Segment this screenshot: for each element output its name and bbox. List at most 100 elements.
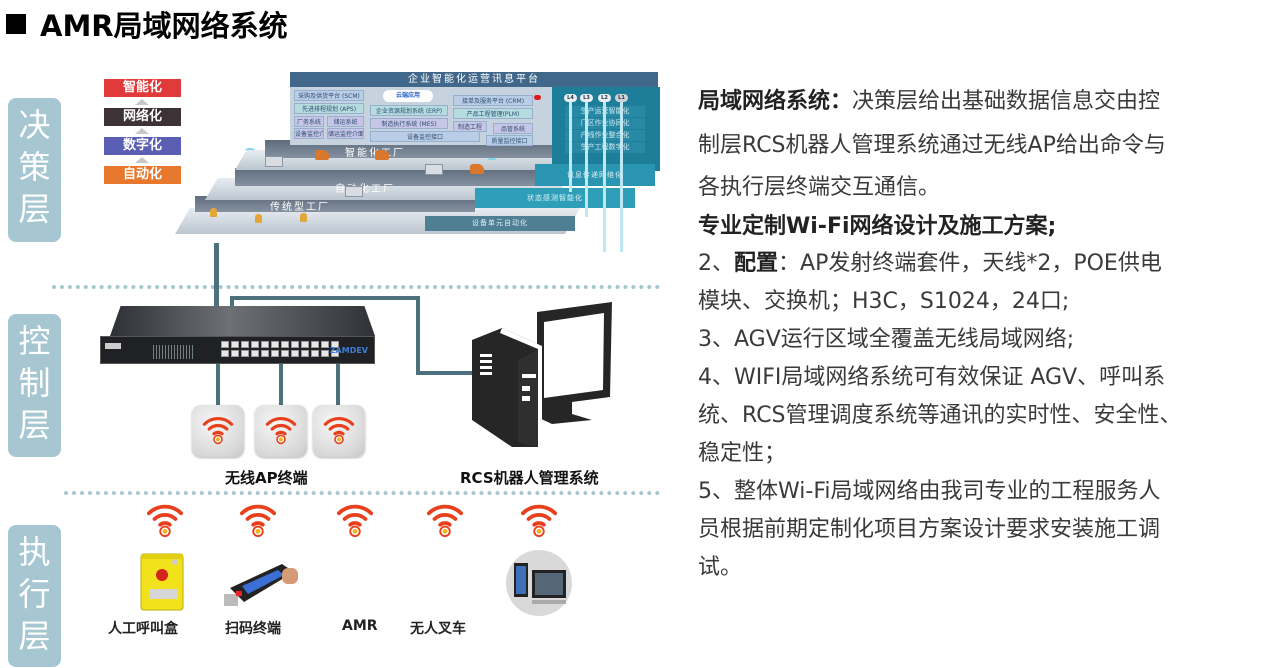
device-label: AMR <box>342 618 378 634</box>
stage-chip: 数字化 <box>104 137 181 163</box>
level-pipe <box>585 102 588 217</box>
worker-icon <box>255 214 262 223</box>
list-item-4: 4、WIFI局域网络系统可有效保证 AGV、呼叫系 <box>698 365 1166 390</box>
machine-icon <box>425 164 443 175</box>
layer-tag-decision: 决策层 <box>8 98 61 242</box>
wifi-signal-icon <box>336 500 374 542</box>
platform-module: 产品工程管理(PLM) <box>453 108 533 119</box>
switch-port <box>271 341 279 348</box>
robot-arm-icon <box>470 164 484 174</box>
intro-heading: 局域网络系统： <box>698 89 853 114</box>
switch-port <box>241 341 249 348</box>
list-item-5-cont: 试。 <box>698 555 743 580</box>
level-pipe <box>620 102 623 252</box>
device-label: 无人叉车 <box>410 621 466 637</box>
call-box-icon <box>140 553 184 611</box>
layer-tag-execution: 执行层 <box>8 525 61 667</box>
connector-line <box>416 296 420 374</box>
wifi-signal-icon <box>426 500 464 542</box>
platform-module: 储运系统 <box>327 116 364 127</box>
connector-line <box>416 371 474 375</box>
platform-module: 储运监控介面 <box>327 128 364 139</box>
connector-line <box>279 364 283 409</box>
connector-line <box>230 296 234 310</box>
layer-tag-label: 执行层 <box>18 533 51 655</box>
title-text: AMR局域网络系统 <box>40 9 288 43</box>
floor-traditional <box>195 196 475 212</box>
switch-front-panel: ZAMDEV <box>100 336 375 364</box>
list-item-5-cont: 员根据前期定制化项目方案设计要求安装施工调 <box>698 517 1161 542</box>
worker-icon <box>300 213 307 222</box>
switch-port <box>311 341 319 348</box>
level-pipe <box>569 102 572 192</box>
switch-port <box>291 341 299 348</box>
switch-port <box>261 350 269 357</box>
intro-line: 制层RCS机器人管理系统通过无线AP给出命令与 <box>698 133 1166 158</box>
switch-port <box>291 350 299 357</box>
wifi-signal-icon <box>487 158 497 163</box>
switch-port <box>231 350 239 357</box>
switch-port <box>321 350 329 357</box>
level-pipe <box>603 102 606 252</box>
switch-port <box>251 341 259 348</box>
platform-title: 企业智能化运营讯息平台 <box>408 74 540 85</box>
access-point-icon <box>192 405 244 457</box>
level-label: 讯息传递网络化 <box>535 164 655 186</box>
device-label: 人工呼叫盒 <box>108 621 178 637</box>
section-heading: 专业定制Wi-Fi网络设计及施工方案; <box>698 214 1057 239</box>
scanner-icon <box>224 564 298 606</box>
access-point-icon <box>313 405 365 457</box>
robot-arm-icon <box>375 150 389 160</box>
list-bold: 配置 <box>734 251 779 276</box>
list-item-3: 3、AGV运行区域全覆盖无线局域网络; <box>698 327 1075 352</box>
list-item-2-cont: 模块、交换机；H3C，S1024，24口; <box>698 289 1070 314</box>
platform-module: 厂务系统 <box>294 116 324 127</box>
page-title: AMR局域网络系统 <box>6 4 288 44</box>
list-item-2: 2、配置：AP发射终端套件，天线*2，POE供电 <box>698 245 1238 283</box>
smart-factory-pyramid: 智能化 网络化 数字化 自动化 智能化工厂 自动化工厂 传统型工厂 企业智能化运… <box>95 68 660 253</box>
platform-module: 质量监控接口 <box>486 135 533 146</box>
switch-port <box>311 350 319 357</box>
intro-line: 局域网络系统：决策层给出基础数据信息交由控 <box>698 80 1238 124</box>
platform-module: 制造执行系统 (MES) <box>370 118 448 129</box>
alert-badge-icon <box>534 95 541 100</box>
worker-icon <box>210 208 217 217</box>
stage-chip: 自动化 <box>104 166 181 184</box>
separator-control-execution <box>64 491 660 495</box>
switch-port <box>241 350 249 357</box>
switch-ports <box>221 341 340 357</box>
platform-module: 企业资源规划系统 (ERP) <box>370 105 448 116</box>
platform-module: 品管系统 <box>493 123 533 134</box>
layer-tag-label: 决策层 <box>18 106 51 228</box>
switch-port <box>221 350 229 357</box>
machine-icon <box>265 156 283 167</box>
device-label: 扫码终端 <box>225 621 281 637</box>
list-number: 2、 <box>698 251 734 276</box>
platform-module: 设备监控接口 <box>370 131 480 142</box>
switch-port <box>271 350 279 357</box>
stage-chip: 网络化 <box>104 108 181 134</box>
intro-line: 各执行层终端交互通信。 <box>698 175 941 200</box>
stage-chip: 智能化 <box>104 79 181 105</box>
switch-top <box>110 306 375 336</box>
switch-leds <box>153 345 193 359</box>
level-label: 设备单元自动化 <box>425 216 575 231</box>
switch-port <box>231 341 239 348</box>
level-badge: L4 <box>564 94 577 102</box>
switch-port <box>251 350 259 357</box>
switch-port <box>281 350 289 357</box>
level-badge: L3 <box>580 94 593 102</box>
layer-tag-label: 控制层 <box>18 322 51 444</box>
connector-line <box>336 364 340 409</box>
switch-port <box>221 341 229 348</box>
switch-logo <box>105 343 121 349</box>
wifi-signal-icon <box>245 148 255 153</box>
cloud-app-badge: 云端应用 <box>383 90 433 102</box>
layer-tag-control: 控制层 <box>8 314 61 457</box>
robot-arm-icon <box>315 150 329 160</box>
wifi-signal-icon <box>146 500 184 542</box>
intro-text: 决策层给出基础数据信息交由控 <box>852 89 1161 114</box>
level-label: 状态感测智能化 <box>475 188 635 208</box>
platform-module: 设备监控介面 <box>294 128 324 139</box>
level-badge: L2 <box>598 94 611 102</box>
